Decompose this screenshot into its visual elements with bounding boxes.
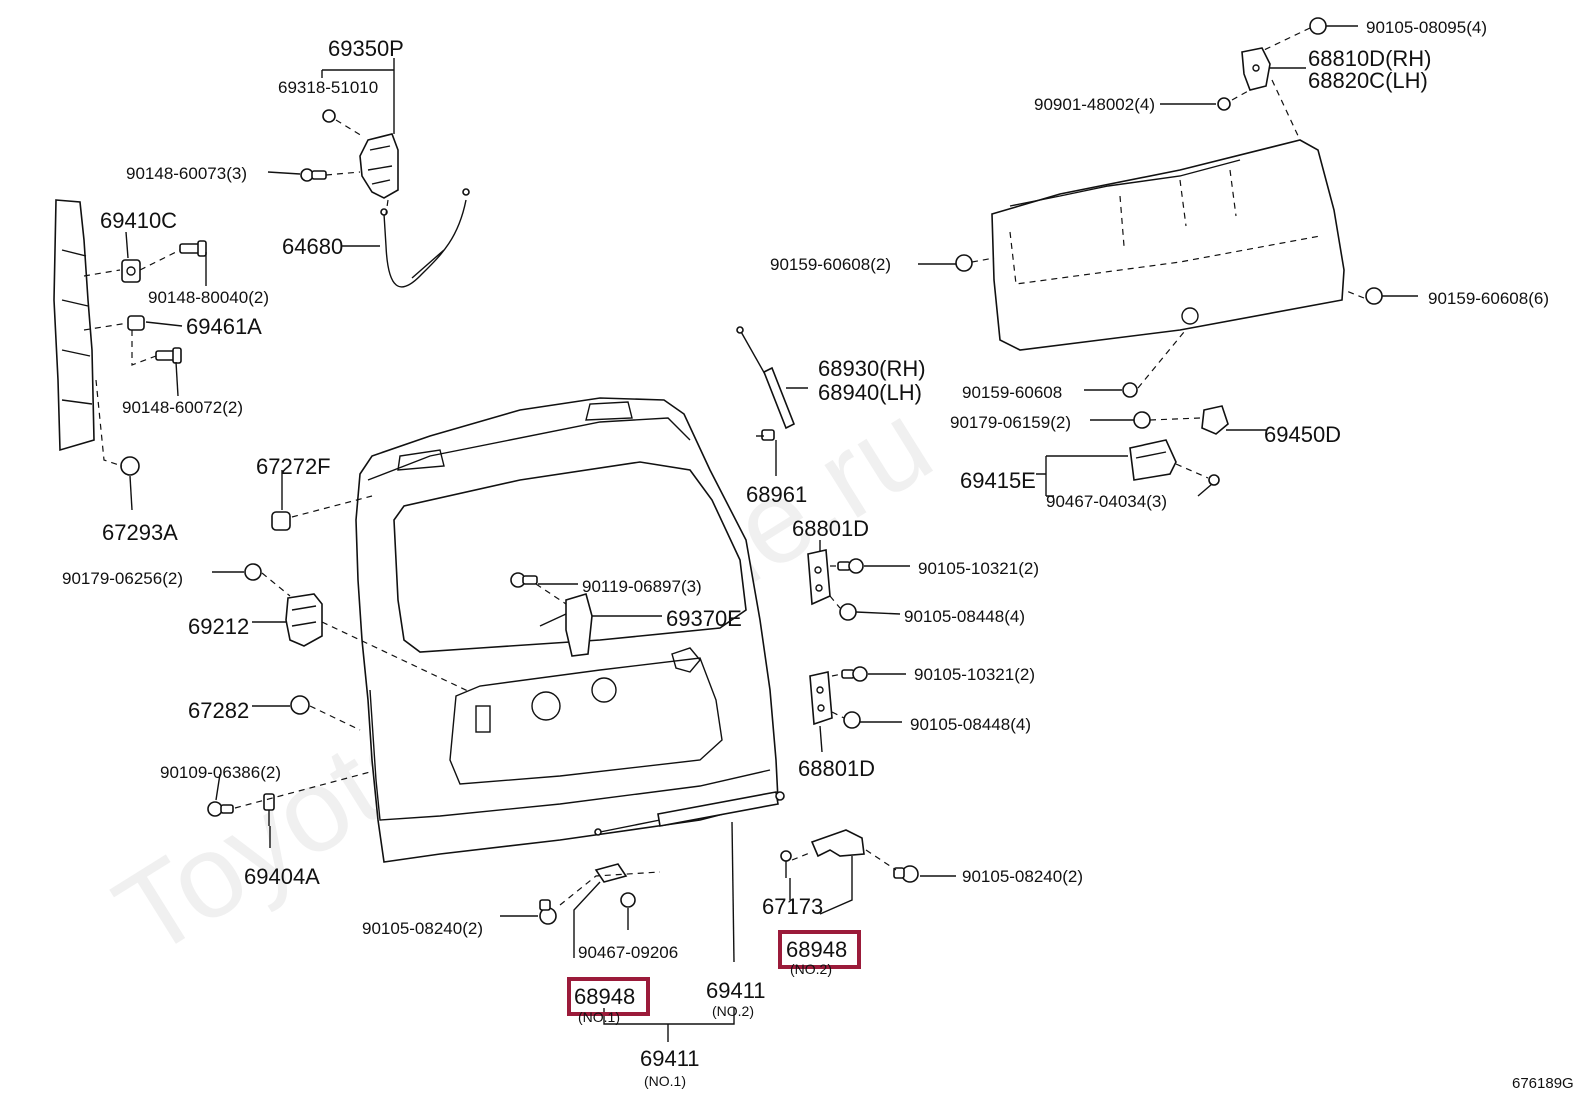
nut-90159-60608 — [1122, 382, 1138, 398]
label-67173: 67173 — [762, 894, 823, 919]
label-69415E: 69415E — [960, 468, 1036, 493]
highlight-68948-no2 — [778, 930, 861, 969]
label-67282: 67282 — [188, 698, 249, 723]
label-90105-08240-left: 90105-08240(2) — [362, 919, 483, 938]
label-69411-no1: 69411 — [640, 1046, 700, 1071]
label-69318-51010: 69318-51010 — [278, 78, 378, 97]
label-68948-no1-sub: (NO.1) — [578, 1009, 620, 1025]
label-68948-no1: 68948 — [574, 984, 635, 1009]
label-90179-06159: 90179-06159(2) — [950, 413, 1071, 432]
hinge-68801D-lower — [809, 671, 833, 726]
leader-lines — [125, 25, 1418, 1042]
label-90467-09206: 90467-09206 — [578, 943, 678, 962]
label-69350P: 69350P — [328, 36, 404, 61]
lock-69212 — [285, 593, 323, 647]
label-90119-06897: 90119-06897(3) — [582, 577, 702, 596]
cushion-67282 — [290, 695, 310, 715]
label-68810D-rh: 68810D(RH) — [1308, 46, 1432, 71]
bolt-90105-08240-left — [539, 899, 557, 925]
stopper-67173 — [780, 850, 792, 878]
label-67272F: 67272F — [256, 454, 331, 479]
bolt-90148-60072 — [155, 347, 182, 364]
nut-90159-60608-2 — [955, 254, 973, 272]
bolt-90119-06897 — [510, 572, 538, 588]
highlight-68948-no1 — [567, 977, 650, 1016]
label-69450D: 69450D — [1264, 422, 1341, 447]
label-68930-rh: 68930(RH) — [818, 356, 926, 381]
label-69411-no2-sub: (NO.2) — [712, 1003, 754, 1019]
label-90159-60608-2: 90159-60608(2) — [770, 255, 891, 274]
label-90105-08095: 90105-08095(4) — [1366, 18, 1487, 37]
hinge-68801D-upper — [807, 549, 831, 606]
bolt-90105-08240-right — [893, 865, 919, 883]
label-90109-06386: 90109-06386(2) — [160, 763, 281, 782]
gas-strut-68930-68940 — [736, 326, 796, 430]
label-64680: 64680 — [282, 234, 343, 259]
bolt-90105-08095 — [1309, 17, 1327, 35]
label-90105-10321-b: 90105-10321(2) — [914, 665, 1035, 684]
label-69461A: 69461A — [186, 314, 262, 339]
hinge-69415E — [1129, 439, 1177, 481]
label-90179-06256: 90179-06256(2) — [62, 569, 183, 588]
screw-90148-60073 — [300, 168, 327, 182]
label-69410C: 69410C — [100, 208, 177, 233]
label-67293A: 67293A — [102, 520, 178, 545]
figure-code: 676189G — [1512, 1075, 1574, 1092]
label-68961: 68961 — [746, 482, 807, 507]
label-68820C-lh: 68820C(LH) — [1308, 68, 1428, 93]
label-90148-60073: 90148-60073(3) — [126, 164, 247, 183]
label-68801D-bottom: 68801D — [798, 756, 875, 781]
bolt-90109-06386 — [207, 801, 234, 817]
washer-90179-06256 — [244, 563, 262, 581]
label-90148-80040: 90148-80040(2) — [148, 288, 269, 307]
bracket-69410C — [121, 259, 141, 283]
bolt-90105-10321-b — [841, 666, 868, 682]
nut-90467-09206 — [620, 892, 636, 908]
bracket-69450D — [1201, 405, 1229, 435]
label-90159-60608: 90159-60608 — [962, 383, 1062, 402]
label-68940-lh: 68940(LH) — [818, 380, 922, 405]
nut-90159-60608-6 — [1365, 287, 1383, 305]
clip-69461A — [127, 315, 145, 331]
label-69370E: 69370E — [666, 606, 742, 631]
bumper-67272F — [271, 511, 291, 531]
label-90901-48002: 90901-48002(4) — [1034, 95, 1155, 114]
label-90105-08240-right: 90105-08240(2) — [962, 867, 1083, 886]
label-90148-60072: 90148-60072(2) — [122, 398, 243, 417]
label-69411-no2: 69411 — [706, 978, 766, 1003]
side-panel-trim — [53, 199, 95, 452]
label-90105-10321-a: 90105-10321(2) — [918, 559, 1039, 578]
bolt-90105-08448-a — [839, 603, 857, 621]
label-68801D-top: 68801D — [792, 516, 869, 541]
handle-69370E — [539, 592, 593, 657]
washer-90179-06159 — [1133, 411, 1151, 429]
bolt-90105-08448-b — [843, 711, 861, 729]
label-90105-08448-b: 90105-08448(4) — [910, 715, 1031, 734]
bracket-68948-no1 — [594, 863, 628, 883]
lock-assembly-69350P — [359, 133, 399, 199]
label-69404A: 69404A — [244, 864, 320, 889]
washer-69318-51010 — [322, 109, 336, 123]
label-69212: 69212 — [188, 614, 249, 639]
back-window-glass — [991, 139, 1345, 351]
cable-64680 — [380, 188, 470, 288]
label-90105-08448-a: 90105-08448(4) — [904, 607, 1025, 626]
label-68948-no2-sub: (NO.2) — [790, 961, 832, 977]
label-69411-no1-sub: (NO.1) — [644, 1073, 686, 1089]
label-90159-60608-6: 90159-60608(6) — [1428, 289, 1549, 308]
hinge-68810D-68820C — [1241, 47, 1271, 91]
clip-90901-48002 — [1217, 97, 1231, 111]
label-68948-no2: 68948 — [786, 937, 847, 962]
part-labels: 69350P 69318-51010 90148-60073(3) 64680 … — [62, 18, 1549, 1089]
bolt-90105-10321-a — [837, 558, 864, 574]
bracket-68948-no2 — [810, 829, 865, 858]
clip-67293A — [120, 456, 140, 476]
nut-90467-04034 — [1208, 474, 1220, 486]
gas-strut-69411 — [594, 791, 785, 836]
label-90467-04034: 90467-04034(3) — [1046, 492, 1167, 511]
bolt-90148-80040 — [179, 240, 207, 257]
ball-stud-68961 — [756, 429, 775, 441]
